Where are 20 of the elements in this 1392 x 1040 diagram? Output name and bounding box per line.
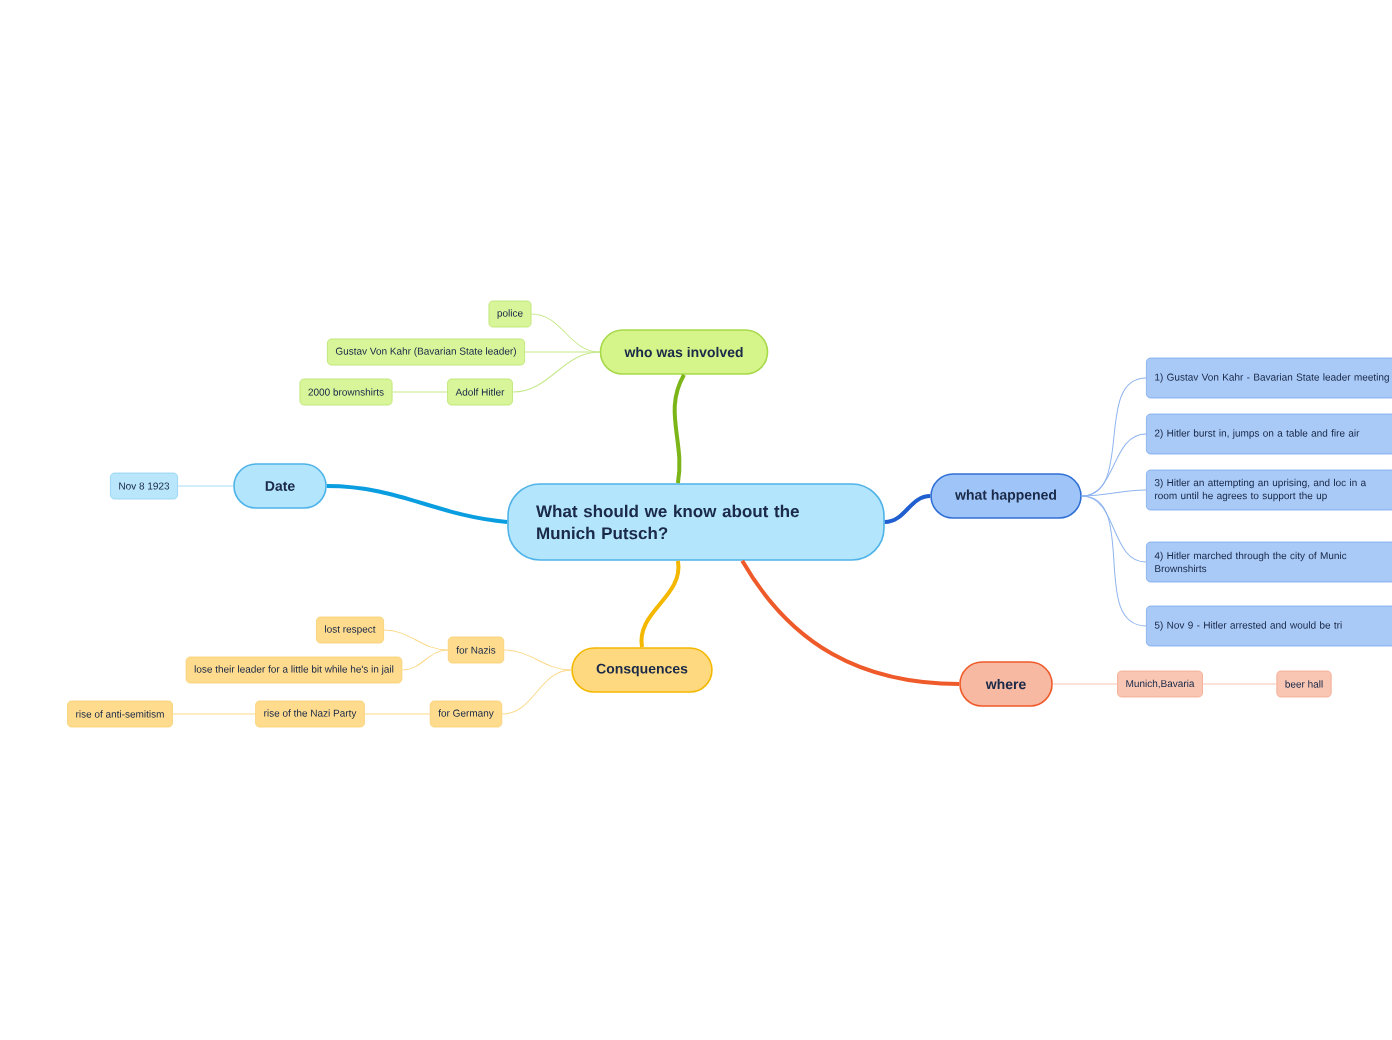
connector bbox=[639, 560, 681, 648]
connector bbox=[740, 559, 960, 686]
connector bbox=[1202, 683, 1277, 685]
connector bbox=[326, 484, 508, 524]
connector bbox=[1081, 489, 1147, 497]
connector bbox=[383, 629, 449, 651]
connector bbox=[392, 391, 448, 393]
connector bbox=[1052, 683, 1118, 685]
root-topic-box: What should we know about the Munich Putsch? bbox=[507, 483, 885, 561]
connector bbox=[512, 351, 601, 393]
connector bbox=[364, 713, 431, 715]
connector bbox=[524, 351, 601, 353]
connector bbox=[401, 649, 449, 671]
connector bbox=[672, 373, 686, 484]
connector bbox=[503, 649, 572, 671]
connector bbox=[172, 713, 256, 715]
connector bbox=[177, 485, 234, 487]
connector bbox=[884, 494, 931, 524]
connector bbox=[1081, 495, 1147, 627]
connector bbox=[501, 669, 572, 715]
